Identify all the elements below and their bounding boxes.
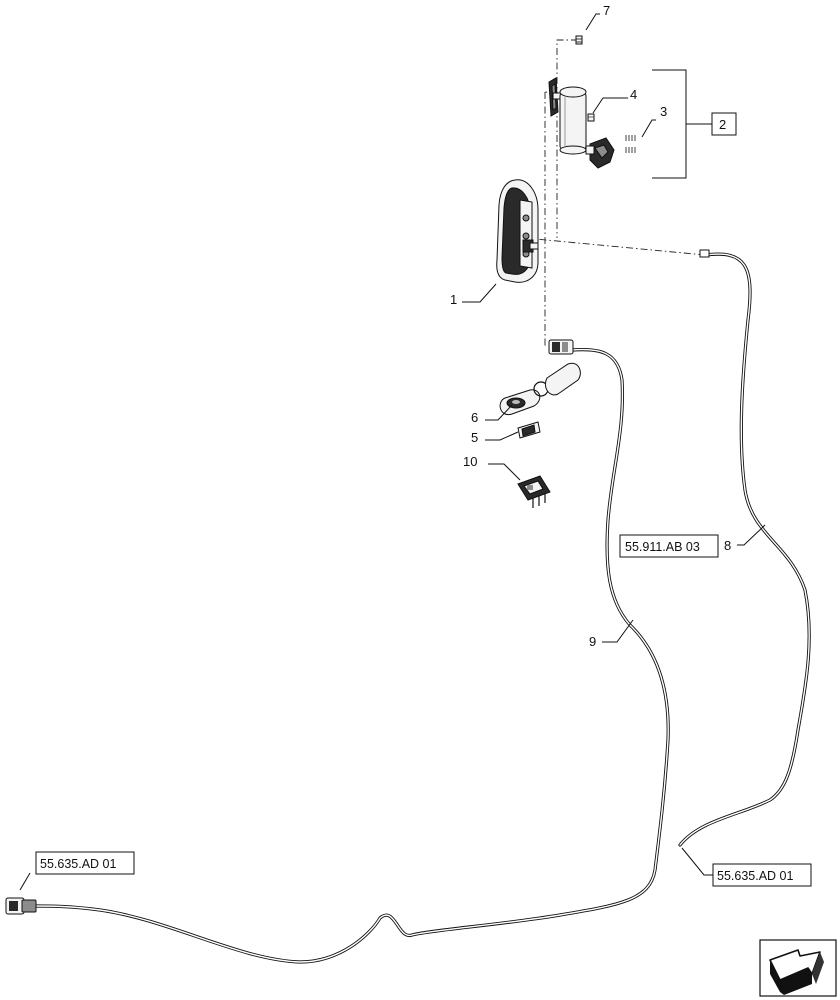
next-page-arrow-icon[interactable] [759,939,837,997]
mount-assembly [548,77,615,169]
part-4-screw [587,113,595,122]
reference-wire9-end-text: 55.635.AD 01 [40,857,116,871]
reference-box-wire8[interactable]: 55.911.AB 03 [619,534,719,558]
callout-9: 9 [589,634,596,649]
reference-wire8-end-text: 55.635.AD 01 [717,869,793,883]
part-1-controller [496,179,539,283]
callout-7: 7 [603,3,610,18]
callout-2: 2 [719,117,726,132]
part-5-fuse [517,421,541,439]
callout-4: 4 [630,87,637,102]
part-6-key-fob [499,362,581,416]
wire-harness-8 [678,249,811,847]
callout-3: 3 [660,104,667,119]
part-10-switch [517,475,551,508]
wire-9-connector [548,339,574,355]
reference-box-wire9-end[interactable]: 55.635.AD 01 [35,851,135,875]
wire-9-end-connector [5,897,37,915]
group-2-bracket [652,69,712,179]
callout-labels: 7 4 3 1 6 5 10 8 9 [450,3,731,649]
part-7-pin [575,35,583,45]
callout-1: 1 [450,292,457,307]
callout-6: 6 [471,410,478,425]
callout-2-box: 2 [711,112,737,136]
wire-harness-9 [33,347,670,964]
part-3-u-bolt [625,135,651,153]
reference-box-wire8-end[interactable]: 55.635.AD 01 [712,863,812,887]
callout-8: 8 [724,538,731,553]
leader-lines [19,13,766,891]
reference-wire8-text: 55.911.AB 03 [625,540,700,554]
callout-10: 10 [463,454,477,469]
callout-5: 5 [471,430,478,445]
